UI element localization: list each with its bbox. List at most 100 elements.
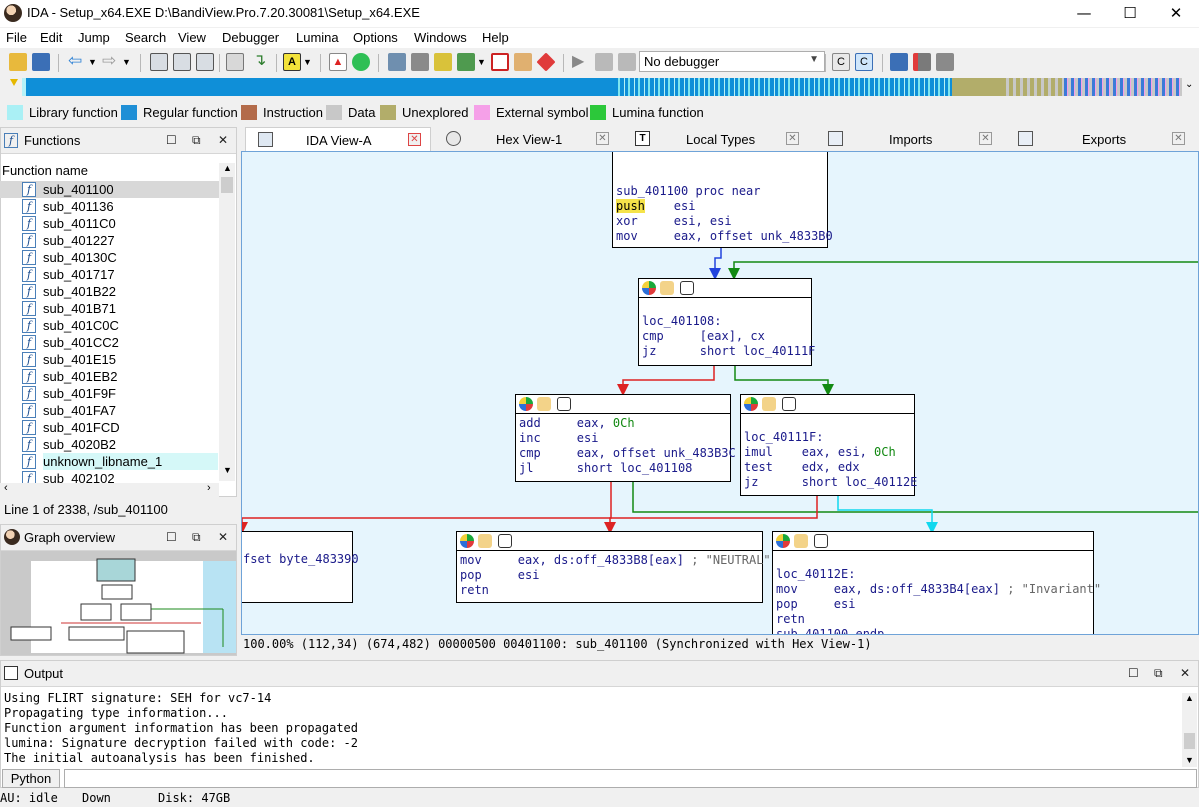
tab-imports[interactable]: Imports ✕ <box>816 127 1002 151</box>
list-options-icon[interactable] <box>936 53 954 71</box>
function-name-column-header[interactable]: Function name <box>2 163 88 178</box>
xrefs-dropdown-icon[interactable]: ▼ <box>477 57 486 67</box>
graph-node-partial[interactable]: fset byte_483390 <box>242 531 359 603</box>
graph-mode-icon[interactable] <box>150 53 168 71</box>
scroll-up-icon[interactable]: ▲ <box>1185 693 1194 703</box>
panel-maximize-icon[interactable]: ☐ <box>1128 666 1139 680</box>
scroll-left-icon[interactable]: ‹ <box>4 482 8 494</box>
stop-icon[interactable] <box>618 53 636 71</box>
scroll-down-icon[interactable]: ▼ <box>223 465 232 475</box>
graph-overview-canvas[interactable] <box>1 551 236 655</box>
segments-icon[interactable] <box>388 53 406 71</box>
graph-node-loc_40111F[interactable]: loc_40111F: imul eax, esi, 0Ch test edx,… <box>740 394 917 496</box>
snapshot-icon[interactable] <box>226 53 244 71</box>
node-group-icon[interactable] <box>782 397 796 411</box>
run-icon[interactable]: ▶ <box>572 53 585 70</box>
debugger-select[interactable]: No debugger ▼ <box>639 51 825 72</box>
xrefs-icon[interactable] <box>457 53 475 71</box>
trace-active-icon[interactable]: C <box>855 53 873 71</box>
navigation-band[interactable] <box>4 77 1194 98</box>
breakpoint-list-icon[interactable] <box>491 53 509 71</box>
pause-icon[interactable] <box>595 53 613 71</box>
forward-icon[interactable]: ⇨ <box>102 51 117 71</box>
menu-file[interactable]: File <box>6 30 27 45</box>
string-dropdown-icon[interactable]: ▼ <box>303 57 312 67</box>
trace-icon[interactable]: C <box>832 53 850 71</box>
tab-exports[interactable]: Exports ✕ <box>1006 127 1196 151</box>
tab-ida-view-a[interactable]: IDA View-A ✕ <box>245 127 431 151</box>
graph-view[interactable]: sub_401100 proc near push esi xor esi, e… <box>241 151 1199 635</box>
enums-icon[interactable] <box>434 53 452 71</box>
node-color-icon[interactable] <box>776 534 790 548</box>
patch-icon[interactable] <box>514 53 532 71</box>
forward-dropdown-icon[interactable]: ▼ <box>122 57 131 67</box>
node-group-icon[interactable] <box>814 534 828 548</box>
tab-close-icon[interactable]: ✕ <box>596 132 609 145</box>
panel-close-icon[interactable]: ✕ <box>1180 666 1191 680</box>
tab-close-icon[interactable]: ✕ <box>786 132 799 145</box>
function-list-vertical-scrollbar[interactable]: ▲ ▼ <box>219 163 235 481</box>
lumina-icon[interactable] <box>352 53 370 71</box>
node-color-icon[interactable] <box>642 281 656 295</box>
panel-float-icon[interactable]: ⧉ <box>192 133 201 147</box>
menu-search[interactable]: Search <box>125 30 167 45</box>
graph-node-loc_40112E[interactable]: loc_40112E: mov eax, ds:off_4833B4[eax] … <box>772 531 1101 634</box>
menu-jump[interactable]: Jump <box>78 30 110 45</box>
stop-analysis-icon[interactable]: ▲ <box>329 53 347 71</box>
text-mode-icon[interactable] <box>173 53 191 71</box>
command-input[interactable] <box>64 769 1197 788</box>
scroll-thumb[interactable] <box>221 177 233 193</box>
node-rename-icon[interactable] <box>660 281 674 295</box>
menu-debugger[interactable]: Debugger <box>222 30 280 45</box>
node-group-icon[interactable] <box>498 534 512 548</box>
navigation-strip[interactable] <box>22 78 1182 96</box>
node-rename-icon[interactable] <box>537 397 551 411</box>
back-icon[interactable]: ⇦ <box>68 51 83 71</box>
graph-node-neutral[interactable]: mov eax, ds:off_4833B8[eax] ; "NEUTRAL" … <box>456 531 771 603</box>
output-scrollbar[interactable]: ▲ ▼ <box>1182 693 1197 767</box>
jump-icon[interactable]: ↴ <box>253 52 267 69</box>
scroll-thumb[interactable] <box>1184 733 1195 749</box>
tab-close-icon[interactable]: ✕ <box>1172 132 1185 145</box>
node-color-icon[interactable] <box>460 534 474 548</box>
node-rename-icon[interactable] <box>478 534 492 548</box>
node-rename-icon[interactable] <box>794 534 808 548</box>
list-icon[interactable] <box>890 53 908 71</box>
node-group-icon[interactable] <box>557 397 571 411</box>
string-icon[interactable]: A <box>283 53 301 71</box>
bp-list-icon[interactable] <box>913 53 931 71</box>
save-icon[interactable] <box>32 53 50 71</box>
menu-edit[interactable]: Edit <box>40 30 63 45</box>
graph-node-loc_401108[interactable]: loc_401108: cmp [eax], cx jz short loc_4… <box>638 278 815 366</box>
tab-close-icon[interactable]: ✕ <box>408 133 421 146</box>
panel-float-icon[interactable]: ⧉ <box>1154 666 1163 680</box>
panel-close-icon[interactable]: ✕ <box>218 133 229 147</box>
minimize-button[interactable]: — <box>1076 4 1092 22</box>
panel-float-icon[interactable]: ⧉ <box>192 530 201 544</box>
scroll-up-icon[interactable]: ▲ <box>223 163 232 173</box>
menu-view[interactable]: View <box>178 30 206 45</box>
function-list-horizontal-scrollbar[interactable]: ‹ › <box>0 482 219 497</box>
tab-local-types[interactable]: T Local Types ✕ <box>623 127 809 151</box>
node-rename-icon[interactable] <box>762 397 776 411</box>
tab-hex-view-1[interactable]: Hex View-1 ✕ <box>434 127 620 151</box>
node-color-icon[interactable] <box>519 397 533 411</box>
scroll-right-icon[interactable]: › <box>207 482 211 494</box>
node-color-icon[interactable] <box>744 397 758 411</box>
proximity-icon[interactable] <box>196 53 214 71</box>
